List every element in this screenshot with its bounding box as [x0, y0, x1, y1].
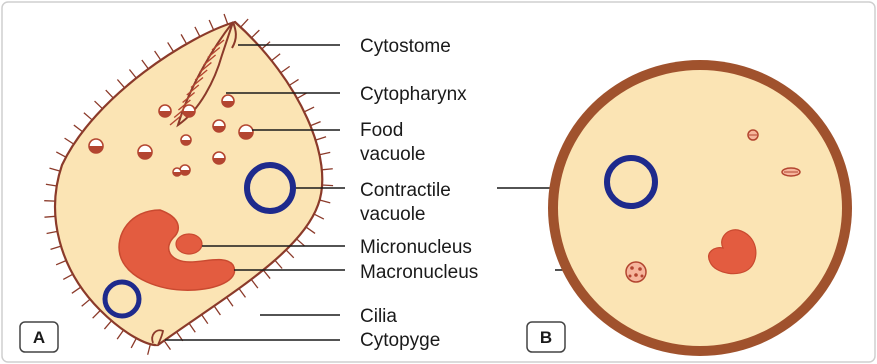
label-cytopyge: Cytopyge — [360, 330, 440, 351]
label-cilia: Cilia — [360, 306, 397, 327]
cilium — [44, 216, 55, 217]
cilium — [322, 185, 333, 186]
label-contractile-vacuole-line2: vacuole — [360, 204, 426, 225]
label-micronucleus: Micronucleus — [360, 237, 472, 258]
panel-a-label: A — [33, 328, 45, 347]
contractile-vacuole-upper — [247, 165, 293, 211]
contractile-vacuole-lower — [105, 282, 139, 316]
label-food-vacuole-line1: Food — [360, 120, 403, 141]
panel-b-label: B — [540, 328, 552, 347]
label-cytopharynx: Cytopharynx — [360, 84, 467, 105]
cyst-contractile-vacuole — [607, 158, 655, 206]
label-food-vacuole-line2: vacuole — [360, 144, 426, 165]
cyst-micronucleus — [626, 262, 646, 282]
cyst-cytoplasm — [558, 70, 842, 346]
label-contractile-vacuole-line1: Contractile — [360, 180, 451, 201]
label-cytostome: Cytostome — [360, 36, 451, 57]
micronucleus — [176, 234, 202, 254]
label-macronucleus: Macronucleus — [360, 262, 478, 283]
